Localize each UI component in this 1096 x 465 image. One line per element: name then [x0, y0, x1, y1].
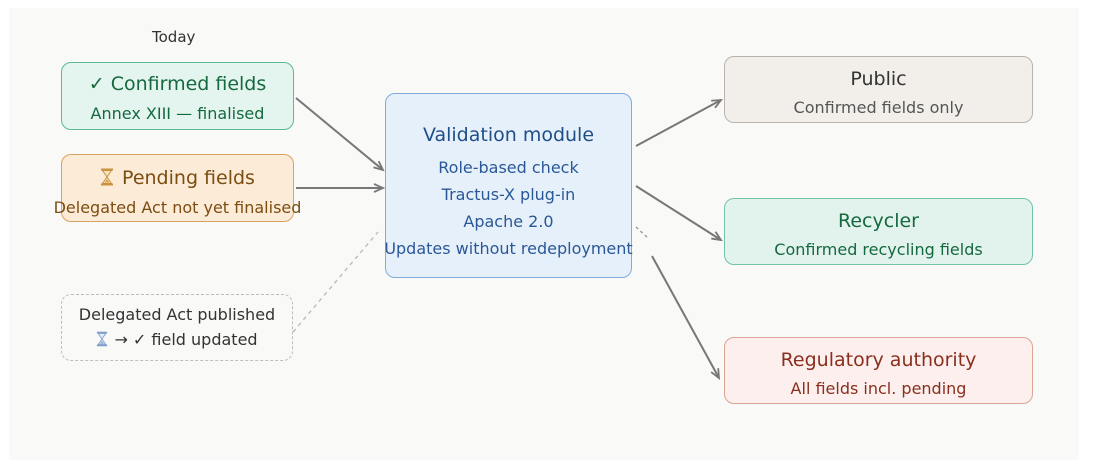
- pending-fields-box: Pending fields Delegated Act not yet fin…: [54, 154, 301, 222]
- recycler-subtitle: Confirmed recycling fields: [774, 240, 983, 259]
- validation-line-role-check: Role-based check: [438, 158, 579, 177]
- public-subtitle: Confirmed fields only: [793, 98, 964, 117]
- arrow-validation-to-recycler: [635, 185, 721, 240]
- public-title: Public: [850, 68, 907, 90]
- recycler-box: Recycler Confirmed recycling fields: [724, 198, 1033, 265]
- confirmed-fields-subtitle: Annex XIII — finalised: [90, 104, 265, 123]
- validation-module-title: Validation module: [422, 124, 595, 146]
- confirmed-fields-box: ✓ Confirmed fields Annex XIII — finalise…: [61, 62, 294, 130]
- arrow-confirmed-to-validation: [295, 97, 383, 170]
- public-box: Public Confirmed fields only: [724, 56, 1033, 123]
- validation-line-updates: Updates without redeployment: [384, 239, 633, 258]
- validation-line-plugin: Tractus-X plug-in: [441, 185, 576, 204]
- confirmed-fields-title: ✓ Confirmed fields: [88, 73, 267, 95]
- recycler-title: Recycler: [838, 210, 919, 232]
- pending-fields-subtitle: Delegated Act not yet finalised: [53, 198, 302, 217]
- field-updated-row: → ✓ field updated: [42, 330, 312, 351]
- hourglass-icon: [96, 331, 108, 351]
- regulatory-authority-subtitle: All fields incl. pending: [790, 379, 967, 398]
- delegated-act-published-label: Delegated Act published: [78, 305, 276, 324]
- dashed-published-to-validation: [292, 231, 379, 333]
- arrow-validation-to-regulator: [651, 255, 719, 378]
- pending-fields-title: Pending fields: [122, 167, 255, 189]
- hourglass-icon: [100, 168, 114, 191]
- arrow-validation-to-public: [635, 100, 721, 147]
- today-label: Today: [152, 28, 196, 46]
- validation-module-box: Validation module Role-based check Tract…: [384, 93, 633, 278]
- field-updated-label: → ✓ field updated: [114, 330, 258, 349]
- regulatory-authority-box: Regulatory authority All fields incl. pe…: [724, 337, 1033, 404]
- dashed-validation-stub: [635, 226, 649, 239]
- regulatory-authority-title: Regulatory authority: [780, 349, 977, 371]
- delegated-act-published-box: Delegated Act published → ✓ field update…: [61, 294, 293, 361]
- validation-line-license: Apache 2.0: [463, 212, 554, 231]
- pending-fields-title-row: Pending fields: [42, 167, 313, 191]
